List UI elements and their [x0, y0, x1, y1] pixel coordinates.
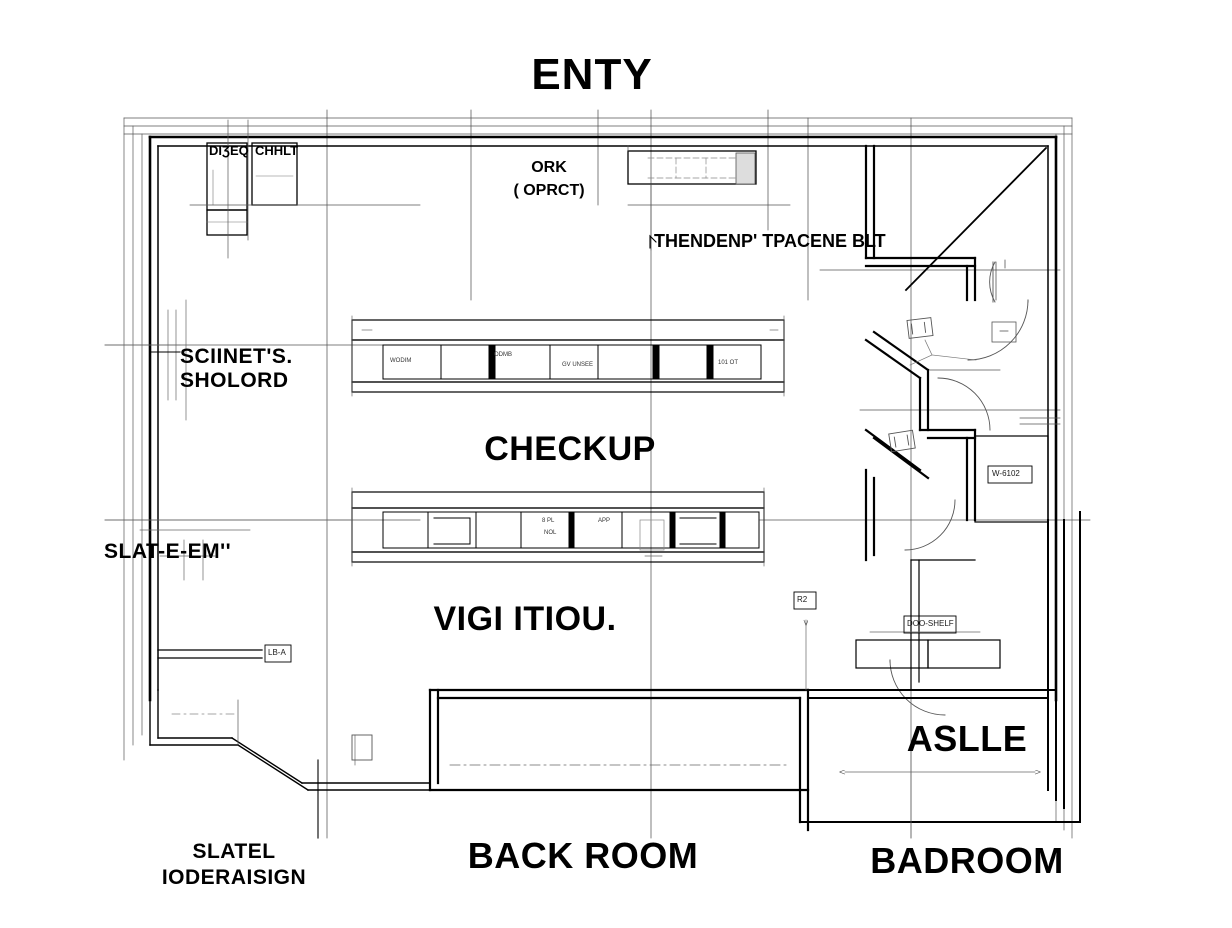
aslle-label: ASLLE	[906, 718, 1028, 759]
column-grid-horizontal	[104, 269, 1091, 521]
sink-fixture-upper	[906, 317, 934, 339]
thendenp-leader	[649, 234, 657, 249]
tag-box-left-wall	[264, 644, 292, 663]
counter-upper-ticks	[351, 315, 785, 397]
counter-lower-seg-2-label: APP	[598, 518, 611, 524]
sink-fixture-lower	[888, 429, 916, 453]
top-counter-hidden	[647, 157, 737, 179]
fixture-leader-lines	[909, 339, 977, 366]
display-box-dixeq-label: DIƷEQ	[209, 143, 249, 158]
thendenp-note: THENDENP' TPACENE BLT	[654, 231, 886, 251]
counter-upper-seg-3-label: 101 OT	[718, 360, 739, 366]
misc-dimension-lines	[104, 299, 373, 766]
tag-shelf-text: DOO-SHELF	[907, 619, 954, 628]
page-title: ENTY	[531, 50, 653, 99]
back-shelf-unit	[855, 639, 1001, 669]
counter-lower-seg-0-label: 8 PL	[542, 518, 555, 524]
sciinets-label-line2: SHOLORD	[180, 369, 289, 392]
aslle-dimension	[845, 744, 1035, 839]
counter-lower-ticks	[104, 487, 765, 567]
tag-box-bath	[987, 465, 1033, 484]
slatel-label-line1: SLATEL	[192, 840, 276, 863]
counter-upper-seg-0-label: WODIM	[390, 358, 412, 364]
ork-sub-label: ( OPRCT)	[513, 182, 585, 199]
left-partition	[157, 649, 263, 659]
display-box-chhlt-label: CHHLT	[255, 143, 299, 158]
counter-upper-seg-1-label: ODMB	[494, 352, 512, 358]
aslle-zone-walls	[799, 511, 1081, 823]
slatel-label-line2: IODERAISIGN	[161, 866, 307, 889]
counter-upper-cells	[382, 344, 762, 380]
checkup-label: CHECKUP	[484, 430, 656, 468]
right-block-walls	[864, 144, 977, 562]
vigi-itiou-label: VIGI ITIOU.	[433, 600, 617, 638]
top-counter-extension	[627, 145, 791, 251]
shelf-dimension	[806, 619, 981, 691]
column-grid-vertical	[326, 109, 912, 839]
checkup-counter-lower-group	[104, 487, 765, 567]
tag-bath-text: W-6102	[992, 469, 1020, 478]
counter-lower-center-detail	[639, 519, 665, 557]
badroom-label: BADROOM	[870, 840, 1064, 881]
wc-fixture	[991, 321, 1017, 343]
back-room-walls	[428, 688, 810, 832]
right-block-misc	[929, 259, 1061, 425]
counter-lower-seg-1-label: NOL	[544, 530, 557, 536]
counter-upper-seg-2-label: GV UNSEE	[562, 362, 594, 368]
ork-label: ORK	[531, 159, 567, 176]
sciinets-label-line1: SCIINET'S.	[180, 345, 293, 368]
back-room-label: BACK ROOM	[467, 835, 699, 876]
left-zone-walls	[149, 689, 431, 791]
tag-box-mid-right	[793, 591, 817, 610]
checkup-counter-upper-group	[351, 315, 785, 397]
tag-left-wall-text: LB-A	[268, 648, 286, 657]
slat-eem-label: SLAT-E-EM''	[104, 540, 232, 563]
tag-mid-right-text: R2	[797, 595, 808, 604]
counter-lower-cells	[382, 511, 760, 549]
top-service-counter	[627, 150, 757, 185]
display-box-dixeq	[206, 142, 248, 236]
display-box-centerlines	[189, 119, 421, 259]
display-box-dixeq-detail	[206, 169, 248, 223]
top-right-diagonal	[904, 146, 1048, 292]
tag-box-shelf	[903, 615, 957, 634]
right-block-subdivisions	[910, 435, 1049, 691]
